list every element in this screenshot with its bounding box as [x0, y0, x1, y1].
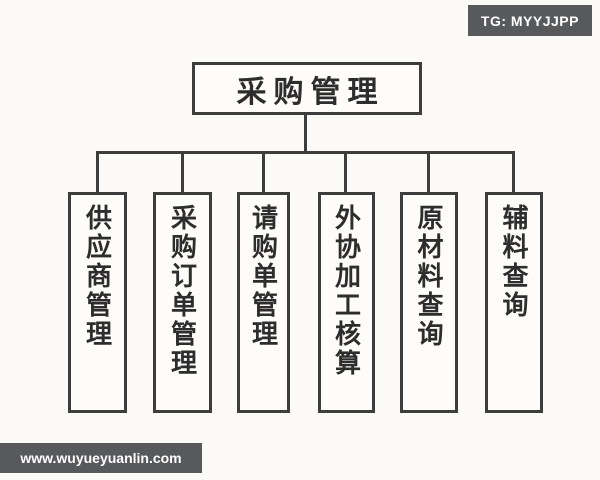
node-child-label: 外协加工核算	[331, 204, 362, 378]
node-child-requisition-management: 请购单管理	[237, 192, 290, 413]
connector-drop-2	[181, 151, 184, 195]
node-root-procurement-management: 采购管理	[192, 62, 422, 115]
node-child-outsourced-processing-accounting: 外协加工核算	[318, 192, 375, 413]
connector-drop-1	[96, 151, 99, 195]
node-child-label: 原材料查询	[414, 204, 444, 349]
node-child-label: 请购单管理	[248, 204, 279, 349]
connector-horizontal-bus	[96, 151, 515, 154]
connector-root-stem	[304, 115, 307, 154]
node-child-raw-material-query: 原材料查询	[400, 192, 458, 413]
tg-badge: TG: MYYJJPP	[467, 5, 592, 36]
connector-drop-6	[512, 151, 515, 195]
node-child-label: 辅料查询	[499, 204, 529, 320]
connector-drop-4	[344, 151, 347, 195]
connector-drop-5	[427, 151, 430, 195]
node-child-auxiliary-material-query: 辅料查询	[485, 192, 543, 413]
node-child-purchase-order-management: 采购订单管理	[153, 192, 212, 413]
node-child-label: 采购订单管理	[167, 204, 198, 378]
node-child-supplier-management: 供应商管理	[68, 192, 127, 413]
connector-drop-3	[262, 151, 265, 195]
node-child-label: 供应商管理	[82, 204, 113, 349]
watermark: www.wuyueyuanlin.com	[0, 443, 202, 473]
